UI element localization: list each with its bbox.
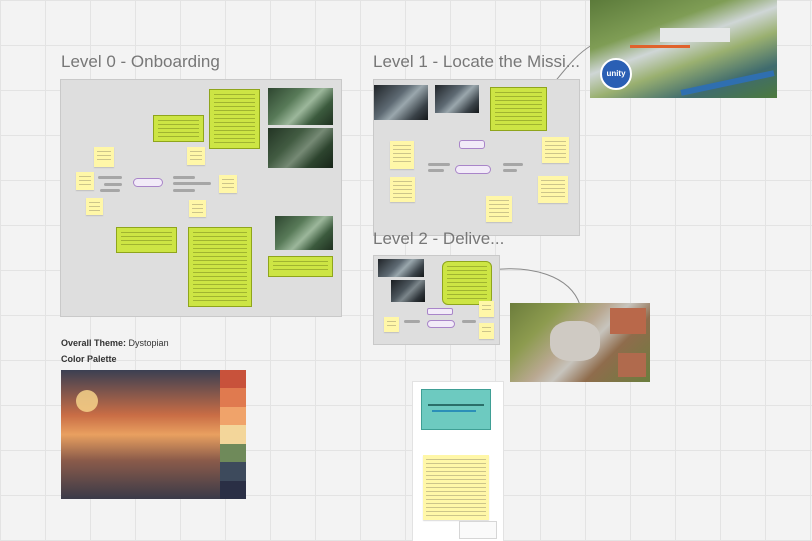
level-0-card-top-right[interactable]: [209, 89, 260, 149]
flow-text-line: [98, 176, 122, 179]
sticky-note[interactable]: [542, 137, 569, 163]
flow-text-line: [503, 169, 517, 172]
unity-badge-text: unity: [606, 69, 626, 78]
color-palette-board[interactable]: [61, 370, 246, 500]
level-0-card-bottom-left[interactable]: [116, 227, 177, 253]
river: [680, 70, 775, 96]
unity-logo-icon: unity: [600, 58, 632, 90]
level-0-card-bottom-right[interactable]: [268, 256, 333, 277]
theme-value: Dystopian: [128, 338, 169, 348]
dystopian-city-image: [61, 370, 220, 499]
flow-node-box[interactable]: [459, 140, 485, 149]
card-text-line: [428, 404, 484, 406]
flow-node-pill[interactable]: [133, 178, 163, 187]
card-text-line: [432, 410, 476, 412]
palette-swatch[interactable]: [220, 388, 246, 408]
level-2-image-1[interactable]: [378, 259, 424, 277]
warehouse-roof: [660, 28, 730, 42]
level-1-title[interactable]: Level 1 - Locate the Missi...: [373, 52, 580, 71]
flow-text-line: [104, 183, 122, 186]
level-0-card-bottom-center[interactable]: [188, 227, 252, 307]
bottom-flow-frame[interactable]: [413, 382, 503, 541]
sticky-note[interactable]: [538, 176, 568, 203]
sticky-note[interactable]: [189, 200, 206, 217]
sticky-note[interactable]: [219, 175, 237, 193]
flow-text-line: [428, 169, 444, 172]
flow-text-line: [100, 189, 120, 192]
level-2-image-2[interactable]: [391, 280, 425, 302]
sticky-note[interactable]: [187, 147, 205, 165]
theme-label: Overall Theme: Dystopian: [61, 338, 169, 348]
teal-card[interactable]: [421, 389, 491, 430]
flow-text-line: [173, 189, 195, 192]
palette-swatch[interactable]: [220, 406, 246, 426]
forest-image-3[interactable]: [275, 216, 333, 250]
route-marker: [630, 45, 690, 48]
sticky-note[interactable]: [479, 301, 494, 317]
flow-text-line: [173, 182, 211, 185]
flow-node-pill[interactable]: [455, 165, 491, 174]
level-0-title[interactable]: Level 0 - Onboarding: [61, 52, 220, 71]
level-1-card[interactable]: [490, 87, 547, 131]
field-plot: [610, 308, 646, 334]
sticky-note[interactable]: [86, 198, 103, 215]
sticky-note[interactable]: [384, 317, 399, 332]
sticky-note[interactable]: [390, 141, 414, 169]
palette-swatch[interactable]: [220, 370, 246, 389]
level-0-card-top-left[interactable]: [153, 115, 204, 142]
level-2-title[interactable]: Level 2 - Delive...: [373, 229, 505, 248]
color-palette-label: Color Palette: [61, 354, 117, 364]
flow-text-line: [428, 163, 450, 166]
small-note[interactable]: [459, 521, 497, 539]
sticky-note[interactable]: [486, 196, 512, 222]
flow-node-box[interactable]: [427, 308, 453, 315]
sticky-note[interactable]: [76, 172, 94, 190]
palette-swatch[interactable]: [220, 425, 246, 445]
corridor-image-1[interactable]: [374, 85, 428, 120]
flow-sticky-note[interactable]: [423, 455, 489, 520]
forest-image-1[interactable]: [268, 88, 333, 125]
field-plot: [618, 353, 646, 377]
level-2-card[interactable]: [442, 261, 492, 305]
sticky-note[interactable]: [479, 323, 494, 339]
theme-label-key: Overall Theme:: [61, 338, 127, 348]
village-center: [550, 321, 600, 361]
palette-swatch[interactable]: [220, 443, 246, 463]
palette-swatch[interactable]: [220, 480, 246, 500]
flow-node-pill[interactable]: [427, 320, 455, 328]
flow-text-line: [173, 176, 195, 179]
palette-swatches: [220, 370, 246, 500]
corridor-image-2[interactable]: [435, 85, 479, 113]
sticky-note[interactable]: [390, 177, 415, 202]
forest-image-2[interactable]: [268, 128, 333, 168]
flow-text-line: [462, 320, 476, 323]
aerial-site-image[interactable]: unity: [590, 0, 777, 98]
sticky-note[interactable]: [94, 147, 114, 167]
sun-glow: [76, 390, 98, 412]
flow-text-line: [404, 320, 420, 323]
flow-text-line: [503, 163, 523, 166]
aerial-village-image[interactable]: [510, 303, 650, 382]
palette-swatch[interactable]: [220, 462, 246, 482]
